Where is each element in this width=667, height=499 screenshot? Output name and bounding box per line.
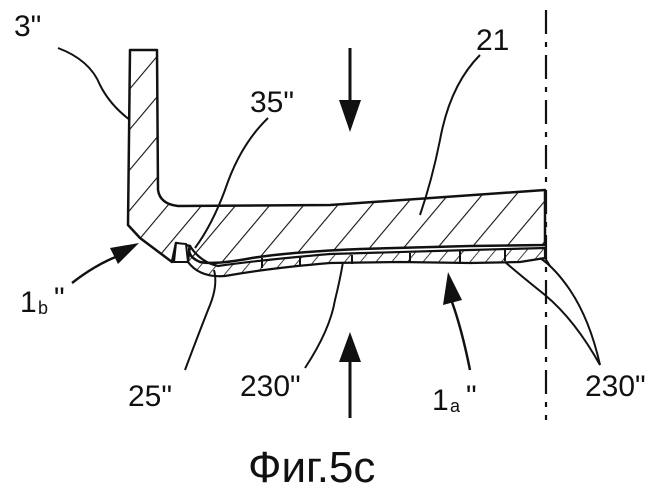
label-25: 25" bbox=[128, 380, 172, 413]
svg-text:1: 1 bbox=[20, 286, 37, 319]
label-3: 3" bbox=[14, 10, 41, 43]
svg-text:b: b bbox=[38, 298, 48, 318]
leader-25 bbox=[185, 270, 215, 370]
arrow-1a bbox=[443, 272, 470, 370]
svg-text:": " bbox=[466, 380, 477, 413]
leader-230-b1 bbox=[505, 262, 600, 365]
svg-text:1: 1 bbox=[432, 384, 449, 417]
wall-and-plate-section bbox=[128, 50, 545, 263]
label-21: 21 bbox=[476, 24, 509, 57]
label-230-right: 230" bbox=[585, 370, 646, 403]
label-35: 35" bbox=[250, 86, 294, 119]
leader-21 bbox=[420, 55, 480, 215]
label-1a: 1 a " bbox=[432, 380, 477, 417]
pressure-arrow-up bbox=[339, 332, 361, 418]
svg-text:": " bbox=[54, 282, 65, 315]
label-1b: 1 b " bbox=[20, 282, 65, 319]
arrow-1b bbox=[72, 243, 139, 283]
leader-230-a bbox=[305, 262, 343, 368]
svg-text:a: a bbox=[450, 396, 461, 416]
figure-caption: Фиг.5с bbox=[248, 443, 375, 492]
label-230-left: 230" bbox=[240, 370, 301, 403]
pressure-arrow-down bbox=[339, 48, 361, 132]
leader-3 bbox=[58, 48, 130, 120]
corner-tab bbox=[174, 243, 188, 262]
